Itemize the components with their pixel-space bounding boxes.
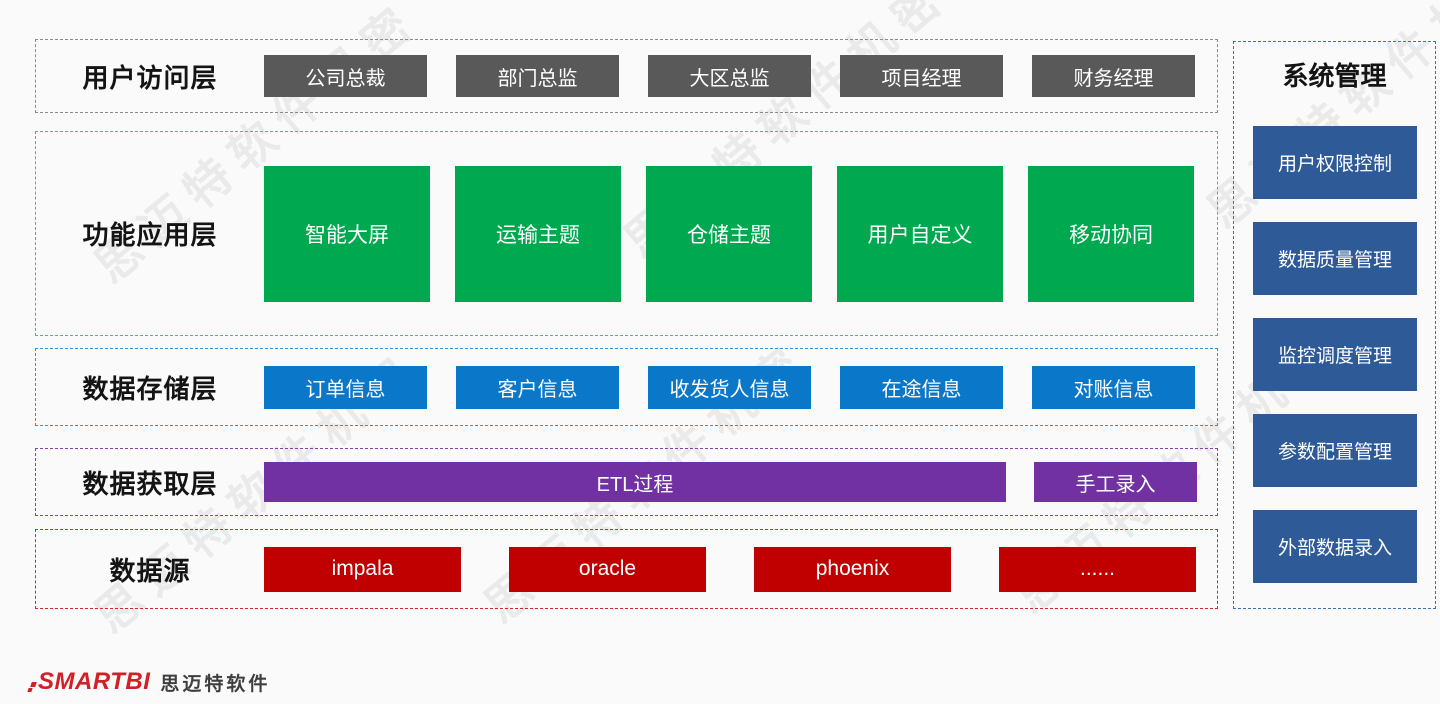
node-phoenix: phoenix <box>754 546 951 592</box>
layer-boxes-data-acquisition: ETL过程 手工录入 <box>264 462 1197 502</box>
node-reconciliation-info: 对账信息 <box>1032 365 1195 409</box>
node-mobile-collab: 移动协同 <box>1028 165 1194 302</box>
node-external-data-entry: 外部数据录入 <box>1253 510 1417 583</box>
panel-title: 系统管理 <box>1282 61 1387 91</box>
smartbi-logo-mark-icon <box>28 673 38 691</box>
node-data-quality-mgmt: 数据质量管理 <box>1253 222 1417 295</box>
node-consignee-info: 收发货人信息 <box>648 365 811 409</box>
node-warehouse-theme: 仓储主题 <box>646 165 812 302</box>
node-oracle: oracle <box>509 546 706 592</box>
footer-logo: SMARTBI 思迈特软件 <box>28 668 270 696</box>
node-smart-dashboard: 智能大屏 <box>264 165 430 302</box>
node-manual-entry: 手工录入 <box>1034 462 1197 502</box>
layer-function-app: 功能应用层 智能大屏 运输主题 仓储主题 用户自定义 移动协同 <box>35 131 1218 336</box>
node-monitor-schedule-mgmt: 监控调度管理 <box>1253 318 1417 391</box>
node-region-director: 大区总监 <box>648 55 811 97</box>
smartbi-brand-text: SMARTBI <box>38 668 151 695</box>
layer-label-data-storage: 数据存储层 <box>82 373 218 404</box>
node-user-permission-control: 用户权限控制 <box>1253 126 1417 199</box>
layer-data-acquisition: 数据获取层 ETL过程 手工录入 <box>35 448 1218 516</box>
company-name-text: 思迈特软件 <box>160 673 271 695</box>
layer-data-source: 数据源 impala oracle phoenix ...... <box>35 529 1218 609</box>
node-company-ceo: 公司总裁 <box>264 55 427 97</box>
layer-boxes-data-storage: 订单信息 客户信息 收发货人信息 在途信息 对账信息 <box>264 365 1195 409</box>
layer-user-access: 用户访问层 公司总裁 部门总监 大区总监 项目经理 财务经理 <box>35 39 1218 113</box>
layer-label-user-access: 用户访问层 <box>82 62 218 93</box>
node-impala: impala <box>264 546 461 592</box>
layer-boxes-data-source: impala oracle phoenix ...... <box>264 546 1196 592</box>
layer-label-function-app: 功能应用层 <box>82 220 218 250</box>
layer-label-data-source: 数据源 <box>109 555 191 586</box>
node-order-info: 订单信息 <box>264 365 427 409</box>
layer-boxes-user-access: 公司总裁 部门总监 大区总监 项目经理 财务经理 <box>264 55 1195 97</box>
node-department-director: 部门总监 <box>456 55 619 97</box>
node-project-manager: 项目经理 <box>840 55 1003 97</box>
node-param-config-mgmt: 参数配置管理 <box>1253 414 1417 487</box>
node-finance-manager: 财务经理 <box>1032 55 1195 97</box>
panel-boxes: 用户权限控制 数据质量管理 监控调度管理 参数配置管理 外部数据录入 <box>1253 126 1417 583</box>
panel-system-management: 系统管理 用户权限控制 数据质量管理 监控调度管理 参数配置管理 外部数据录入 <box>1233 41 1436 609</box>
node-intransit-info: 在途信息 <box>840 365 1003 409</box>
node-customer-info: 客户信息 <box>456 365 619 409</box>
node-more-sources: ...... <box>999 546 1196 592</box>
node-etl-process: ETL过程 <box>264 462 1006 502</box>
node-user-custom: 用户自定义 <box>837 165 1003 302</box>
layer-label-data-acquisition: 数据获取层 <box>82 468 218 499</box>
node-transport-theme: 运输主题 <box>455 165 621 302</box>
layer-data-storage: 数据存储层 订单信息 客户信息 收发货人信息 在途信息 对账信息 <box>35 348 1218 426</box>
layer-boxes-function-app: 智能大屏 运输主题 仓储主题 用户自定义 移动协同 <box>264 165 1194 302</box>
